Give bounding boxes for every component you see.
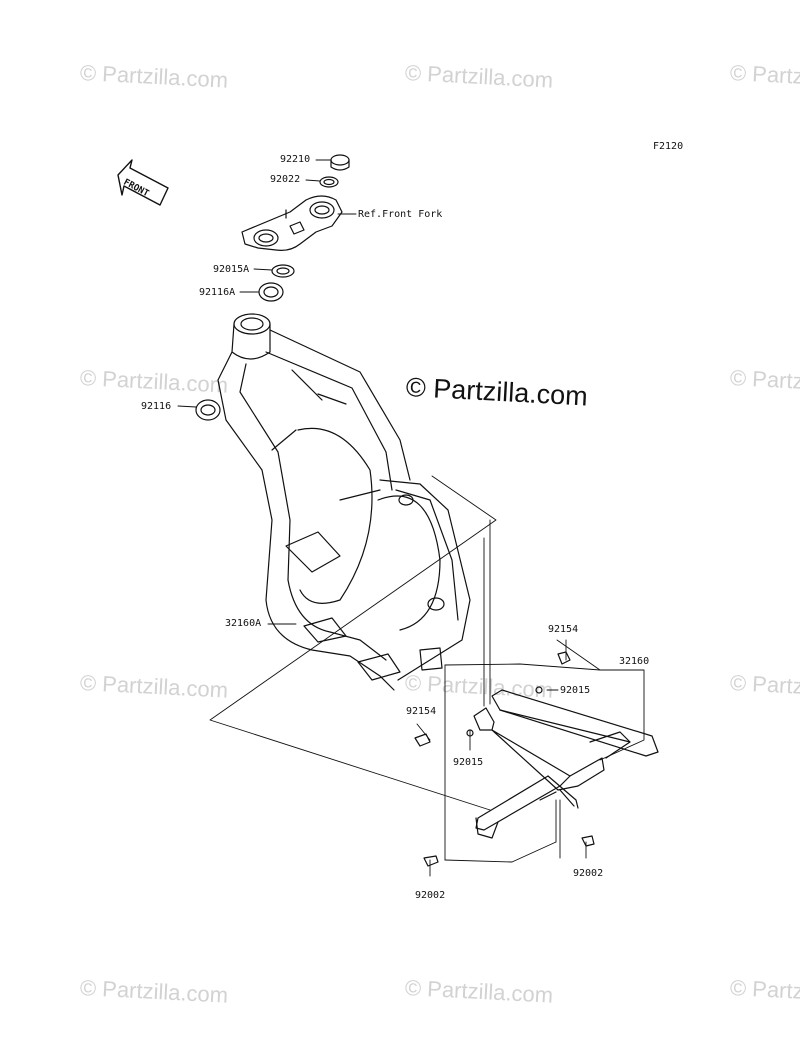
bearing-92116A xyxy=(258,282,284,302)
seal-92116 xyxy=(195,399,221,421)
leader-lines xyxy=(177,159,645,877)
washer-92022 xyxy=(319,176,339,188)
part-label-92002-right: 92002 xyxy=(573,868,604,879)
part-label-92015-right: 92015 xyxy=(560,685,591,696)
part-label-92210: 92210 xyxy=(280,154,311,165)
part-label-92154-top: 92154 xyxy=(548,624,579,635)
part-label-92015A: 92015A xyxy=(213,264,250,275)
part-label-32160: 32160 xyxy=(619,656,650,667)
bolt-92002-left xyxy=(423,855,439,867)
part-label-92116: 92116 xyxy=(141,401,172,412)
bolt-92154-top xyxy=(557,651,571,665)
bolt-92002-right xyxy=(581,835,595,847)
bolt-92015-left xyxy=(466,729,474,737)
front-arrow-icon xyxy=(117,159,169,206)
nut-92210 xyxy=(330,154,350,171)
part-label-32160A: 32160A xyxy=(225,618,262,629)
bolt-92154-left xyxy=(414,733,431,747)
rear-subframe-32160 xyxy=(473,689,659,839)
part-label-92154-left: 92154 xyxy=(406,706,437,717)
main-frame-32160A xyxy=(217,313,471,691)
part-label-92015-left: 92015 xyxy=(453,757,484,768)
figure-code: F2120 xyxy=(653,141,684,152)
part-label-92002-left: 92002 xyxy=(415,890,446,901)
steering-clamp xyxy=(241,195,343,251)
part-label-ref-front-fork: Ref.Front Fork xyxy=(358,209,443,220)
bearing-92015A xyxy=(271,264,295,278)
bolt-92015-right xyxy=(535,686,543,694)
part-label-92116A: 92116A xyxy=(199,287,236,298)
part-label-92022: 92022 xyxy=(270,174,301,185)
